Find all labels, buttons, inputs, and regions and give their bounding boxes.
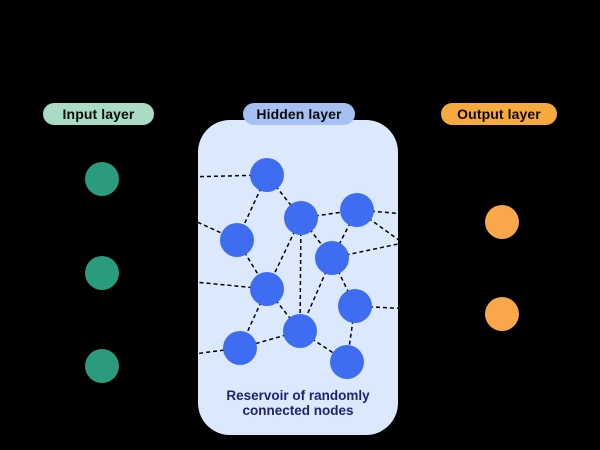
input-layer-badge: Input layer: [43, 103, 154, 125]
input-node-in1: [85, 162, 119, 196]
reservoir-caption-line1: Reservoir of randomly: [226, 388, 370, 403]
output-layer-badge: Output layer: [441, 103, 557, 125]
output-node-out2: [485, 297, 519, 331]
hidden-node-h3: [340, 193, 374, 227]
output-layer-label: Output layer: [457, 106, 541, 122]
hidden-node-h2: [284, 201, 318, 235]
connection-edge-h3-out1: [356, 209, 503, 223]
connection-edge-h3-out2: [356, 209, 503, 315]
input-node-in2: [85, 256, 119, 290]
hidden-node-h9: [223, 331, 257, 365]
connection-edge-in3-h9: [101, 347, 241, 367]
hidden-node-h6: [250, 272, 284, 306]
reservoir-caption-line2: connected nodes: [242, 403, 354, 418]
input-node-in3: [85, 349, 119, 383]
output-node-out1: [485, 205, 519, 239]
hidden-node-h5: [315, 241, 349, 275]
reservoir-caption: Reservoir of randomly connected nodes: [198, 388, 398, 418]
hidden-node-h1: [250, 158, 284, 192]
connection-edge-h2-h8: [299, 217, 302, 332]
connection-edge-h7-out2: [354, 305, 503, 315]
hidden-node-h8: [283, 314, 317, 348]
hidden-node-h10: [330, 345, 364, 379]
connection-edge-in1-h4: [101, 178, 238, 241]
connection-edge-h5-out1: [331, 221, 503, 259]
hidden-layer-badge: Hidden layer: [243, 103, 355, 125]
hidden-layer-label: Hidden layer: [256, 106, 342, 122]
input-layer-label: Input layer: [62, 106, 135, 122]
hidden-node-h4: [220, 223, 254, 257]
hidden-node-h7: [338, 289, 372, 323]
